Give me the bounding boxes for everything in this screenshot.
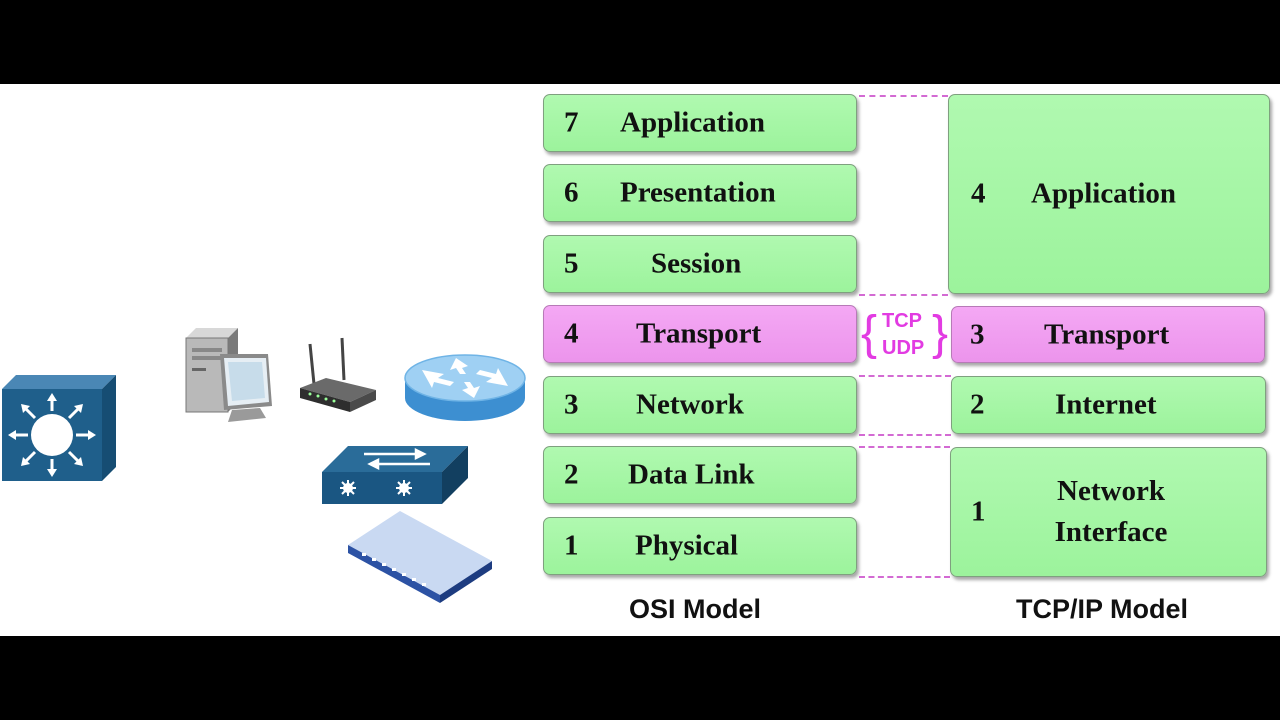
layer-name: Data Link [628, 458, 755, 491]
layer-name: Transport [636, 317, 762, 350]
layer-name: Session [651, 247, 742, 280]
protocol-tcp: TCP [882, 310, 922, 332]
osi-layer-physical: 1 Physical [543, 517, 857, 575]
layer-number: 1 [971, 495, 986, 528]
switch-icon [322, 446, 468, 504]
boundary-line-application-transport [859, 294, 948, 296]
layer3-switch-icon [2, 375, 116, 481]
layer-name: Application [1031, 177, 1177, 210]
layer-number: 7 [564, 106, 579, 139]
hub-icon [348, 511, 492, 603]
tcpip-layer-transport: 3 Transport [951, 306, 1265, 363]
tcpip-layer-application: 4 Application [948, 94, 1270, 294]
layer-number: 4 [971, 177, 986, 210]
layer-name: Application [620, 106, 766, 139]
layer-number: 3 [970, 318, 985, 350]
workstation-icon [185, 328, 272, 422]
wireless-router-icon [300, 337, 376, 412]
layer-name: Physical [635, 529, 739, 562]
layer-number: 3 [564, 388, 579, 421]
diagram-panel: 7 Application 6 Presentation 5 Session 4… [0, 84, 1280, 636]
osi-model-label: OSI Model [629, 594, 762, 624]
right-brace-icon: } [932, 307, 949, 360]
layer-number: 6 [564, 176, 579, 209]
tcpip-model-label: TCP/IP Model [1016, 594, 1189, 624]
protocol-udp: UDP [882, 337, 925, 359]
boundary-line-datalink-top [859, 446, 950, 448]
layer-number: 1 [564, 529, 579, 562]
layer-name: Network [636, 388, 744, 421]
osi-layer-network: 3 Network [543, 376, 857, 434]
boundary-line-bottom [859, 576, 950, 578]
tcpip-layer-network-interface: 1 Network Interface [950, 447, 1267, 577]
layer-name: Network Interface [1054, 475, 1168, 548]
osi-layer-presentation: 6 Presentation [543, 164, 857, 222]
boundary-line-transport-network [859, 375, 951, 377]
layer-number: 4 [564, 317, 579, 350]
layer-number: 5 [564, 247, 579, 280]
tcpip-layer-internet: 2 Internet [951, 376, 1266, 434]
router-icon [404, 354, 526, 421]
left-brace-icon: { [861, 307, 878, 360]
layer-number: 2 [564, 458, 579, 491]
boundary-line-network-datalink [859, 434, 951, 436]
layer-number: 2 [970, 388, 985, 421]
osi-layer-data-link: 2 Data Link [543, 446, 857, 504]
osi-layer-application: 7 Application [543, 94, 857, 152]
layer-name: Transport [1044, 318, 1170, 350]
layer-name: Internet [1055, 388, 1157, 421]
osi-layer-session: 5 Session [543, 235, 857, 293]
layer-name: Presentation [620, 176, 776, 209]
boundary-line-top [859, 95, 948, 97]
osi-layer-transport: 4 Transport [543, 305, 857, 363]
